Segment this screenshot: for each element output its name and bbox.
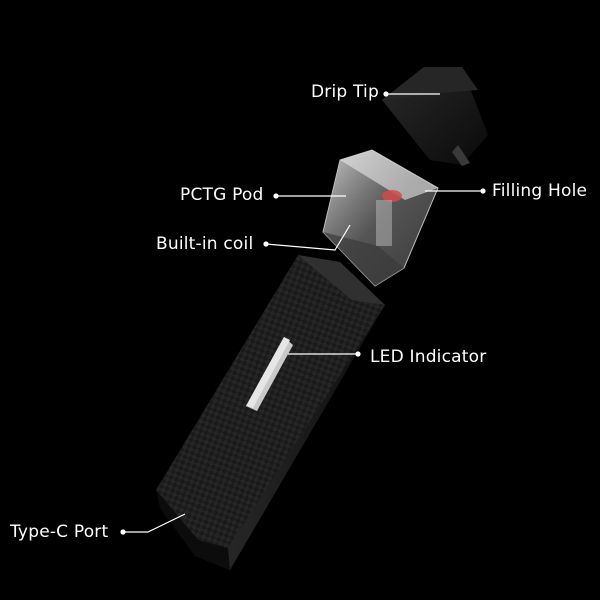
label-pctg-pod: PCTG Pod [180,185,264,205]
dot-type-c [120,529,126,535]
label-drip-tip: Drip Tip [311,82,379,102]
label-filling-hole: Filling Hole [492,181,588,201]
label-built-in-coil: Built-in coil [156,234,254,254]
label-type-c-port: Type-C Port [10,522,109,542]
drip-tip [382,67,488,166]
dot-filling-hole [480,188,486,194]
led-indicator-strip [246,337,293,411]
dot-built-in-coil [263,241,269,247]
coil-accent [376,190,402,246]
leader-built-in-coil [265,224,351,251]
device-body [156,255,385,570]
callout-leaders [123,93,483,533]
dot-drip-tip [383,91,389,97]
label-led-indicator: LED Indicator [370,347,487,367]
dot-pctg-pod [273,193,279,199]
callout-dots [120,91,486,535]
dot-led-indicator [355,351,361,357]
leader-type-c [123,513,186,533]
